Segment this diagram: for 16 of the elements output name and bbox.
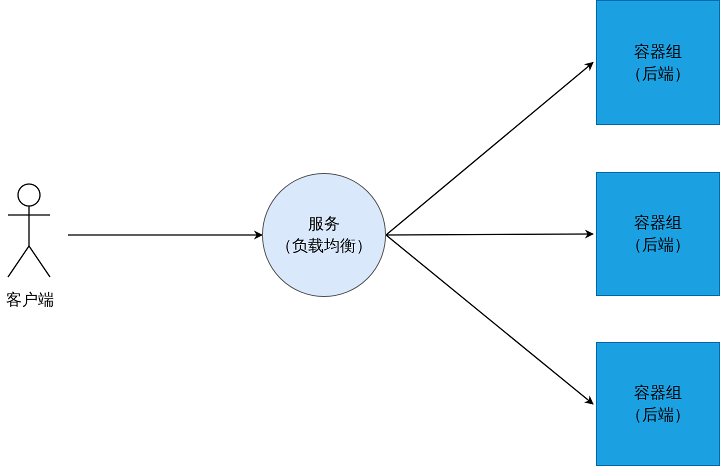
- container-box: [596, 0, 720, 125]
- person-label: 客户端: [6, 289, 54, 311]
- node-title: 容器组: [634, 40, 682, 62]
- node-subtitle: （后端）: [626, 404, 690, 426]
- node-subtitle: （负载均衡）: [276, 235, 372, 257]
- arrow: [386, 230, 594, 239]
- container-box: [596, 342, 720, 466]
- arrow: [386, 62, 594, 236]
- arrow: [386, 234, 594, 405]
- node-title: 服务: [308, 213, 340, 235]
- node-title: 容器组: [634, 212, 682, 234]
- node-subtitle: （后端）: [626, 62, 690, 84]
- container-box: [596, 172, 720, 296]
- node-title: 容器组: [634, 382, 682, 404]
- node-subtitle: （后端）: [626, 234, 690, 256]
- arrow: [68, 230, 263, 240]
